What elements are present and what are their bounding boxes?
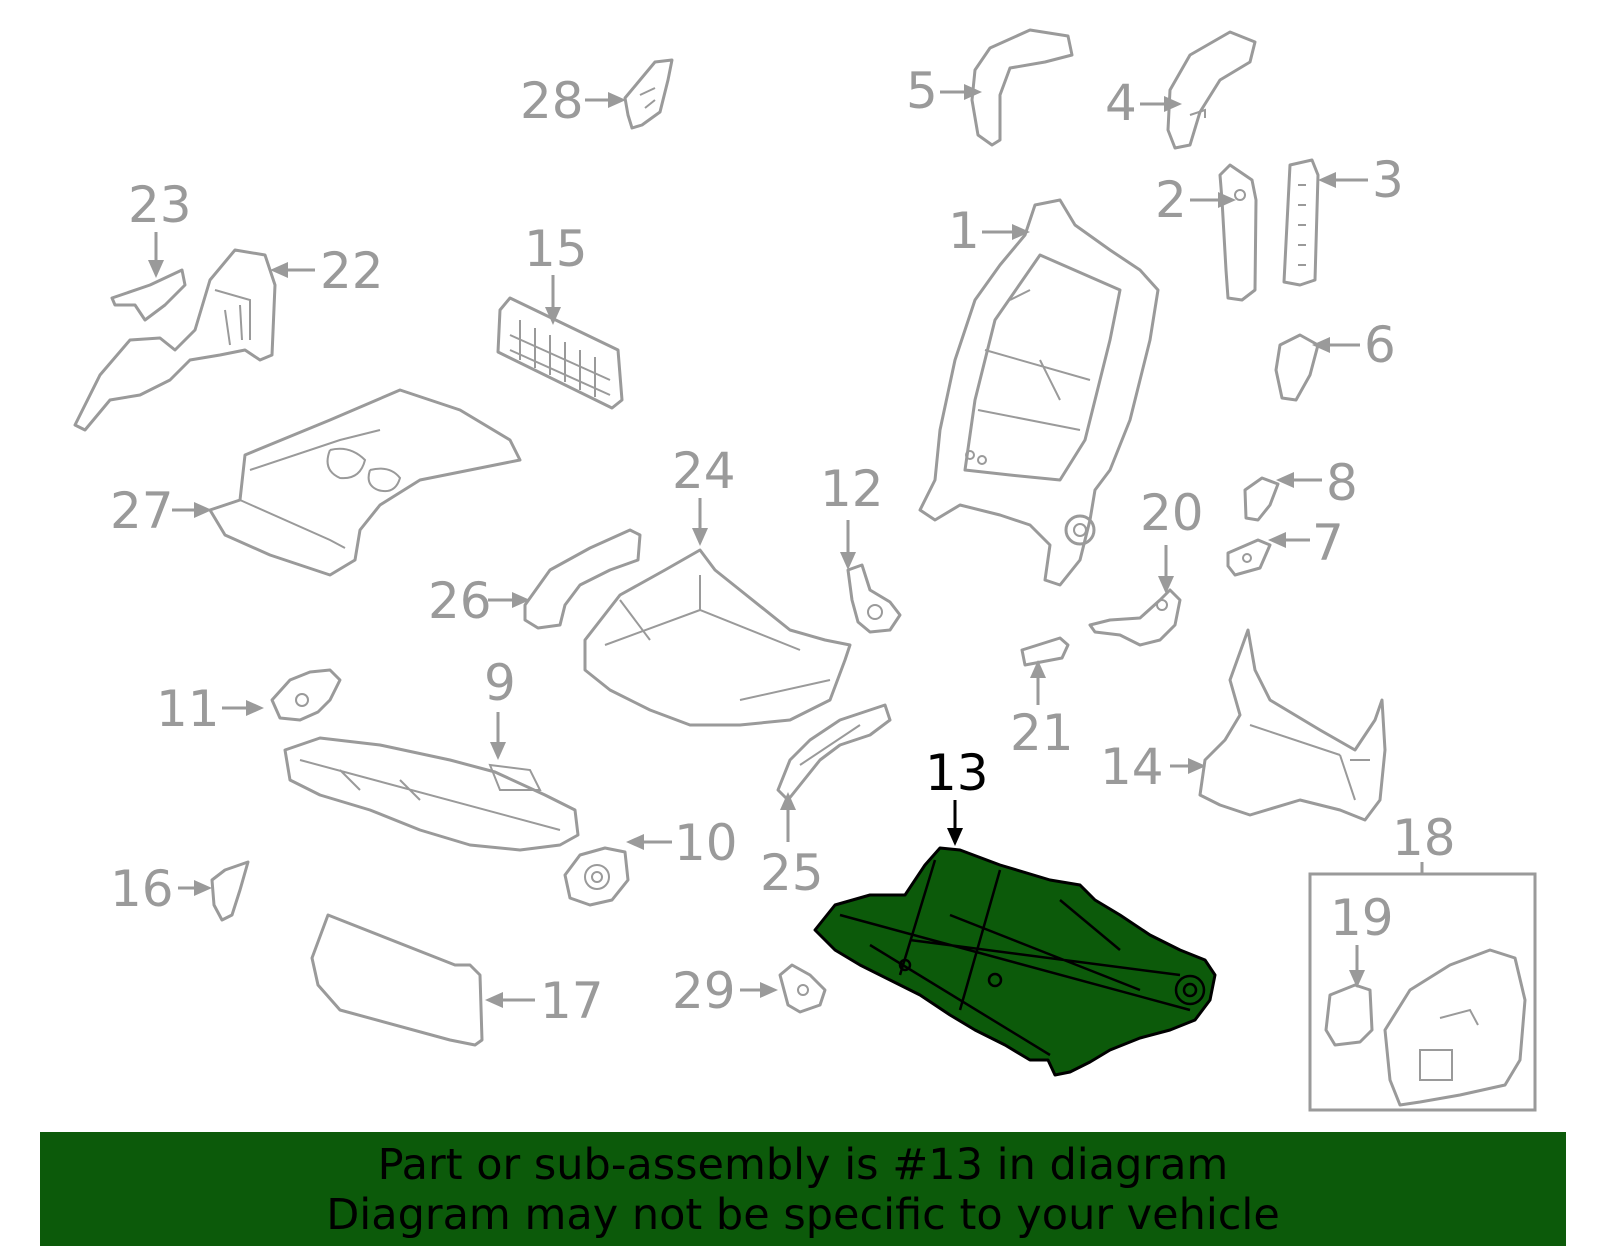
callout-28: 28 bbox=[520, 72, 584, 130]
callout-16: 16 bbox=[110, 860, 174, 918]
part-3 bbox=[1282, 158, 1320, 287]
callout-7: 7 bbox=[1312, 514, 1344, 572]
callout-10: 10 bbox=[674, 814, 738, 872]
callout-8: 8 bbox=[1326, 454, 1358, 512]
part-1 bbox=[918, 198, 1160, 587]
part-22 bbox=[73, 248, 277, 432]
callout-20: 20 bbox=[1140, 484, 1204, 542]
part-13-highlighted bbox=[813, 846, 1217, 1077]
part-28 bbox=[623, 58, 674, 130]
callout-18: 18 bbox=[1392, 809, 1456, 867]
part-9 bbox=[283, 736, 580, 852]
callout-3: 3 bbox=[1372, 151, 1404, 209]
part-24 bbox=[583, 548, 852, 727]
part-20 bbox=[1088, 588, 1182, 647]
part-7 bbox=[1226, 538, 1272, 577]
inset-box-18 bbox=[1308, 862, 1537, 1112]
part-11 bbox=[270, 668, 342, 722]
part-27 bbox=[208, 388, 522, 577]
part-25 bbox=[776, 703, 892, 802]
part-12 bbox=[846, 563, 902, 634]
part-15 bbox=[496, 296, 624, 410]
callout-12: 12 bbox=[820, 460, 884, 518]
part-18-body bbox=[1383, 948, 1527, 1107]
callout-arrows bbox=[148, 84, 1368, 1008]
callout-11: 11 bbox=[156, 680, 220, 738]
callout-25: 25 bbox=[760, 844, 824, 902]
part-4 bbox=[1166, 30, 1257, 150]
callout-27: 27 bbox=[110, 482, 174, 540]
banner-line-1: Part or sub-assembly is #13 in diagram bbox=[377, 1140, 1229, 1190]
info-banner: Part or sub-assembly is #13 in diagram D… bbox=[40, 1132, 1566, 1246]
part-14 bbox=[1198, 628, 1387, 822]
callout-19: 19 bbox=[1330, 889, 1394, 947]
part-10 bbox=[563, 846, 630, 907]
callout-labels: 1 2 3 4 5 6 7 8 9 10 11 12 13 14 15 16 1… bbox=[110, 62, 1456, 1030]
callout-24: 24 bbox=[672, 442, 736, 500]
callout-29: 29 bbox=[672, 962, 736, 1020]
part-26 bbox=[523, 528, 642, 630]
callout-14: 14 bbox=[1100, 738, 1164, 796]
part-19-body bbox=[1324, 983, 1374, 1047]
part-23 bbox=[110, 268, 187, 322]
callout-15: 15 bbox=[524, 220, 588, 278]
callout-6: 6 bbox=[1364, 316, 1396, 374]
callout-21: 21 bbox=[1010, 704, 1074, 762]
callout-9: 9 bbox=[484, 654, 516, 712]
callout-4: 4 bbox=[1105, 74, 1137, 132]
part-2 bbox=[1218, 163, 1258, 302]
callout-23: 23 bbox=[128, 176, 192, 234]
part-17 bbox=[310, 913, 484, 1047]
part-16 bbox=[210, 860, 250, 922]
callout-17: 17 bbox=[540, 972, 604, 1030]
banner-line-2: Diagram may not be specific to your vehi… bbox=[326, 1190, 1280, 1240]
callout-2: 2 bbox=[1155, 171, 1187, 229]
part-8 bbox=[1243, 476, 1280, 522]
part-21 bbox=[1020, 636, 1070, 667]
callout-26: 26 bbox=[428, 572, 492, 630]
part-5 bbox=[970, 28, 1074, 147]
part-6 bbox=[1274, 333, 1320, 402]
callout-1: 1 bbox=[948, 202, 980, 260]
callout-5: 5 bbox=[906, 62, 938, 120]
callout-13-highlighted: 13 bbox=[925, 744, 989, 802]
part-29 bbox=[778, 963, 827, 1014]
callout-22: 22 bbox=[320, 242, 384, 300]
